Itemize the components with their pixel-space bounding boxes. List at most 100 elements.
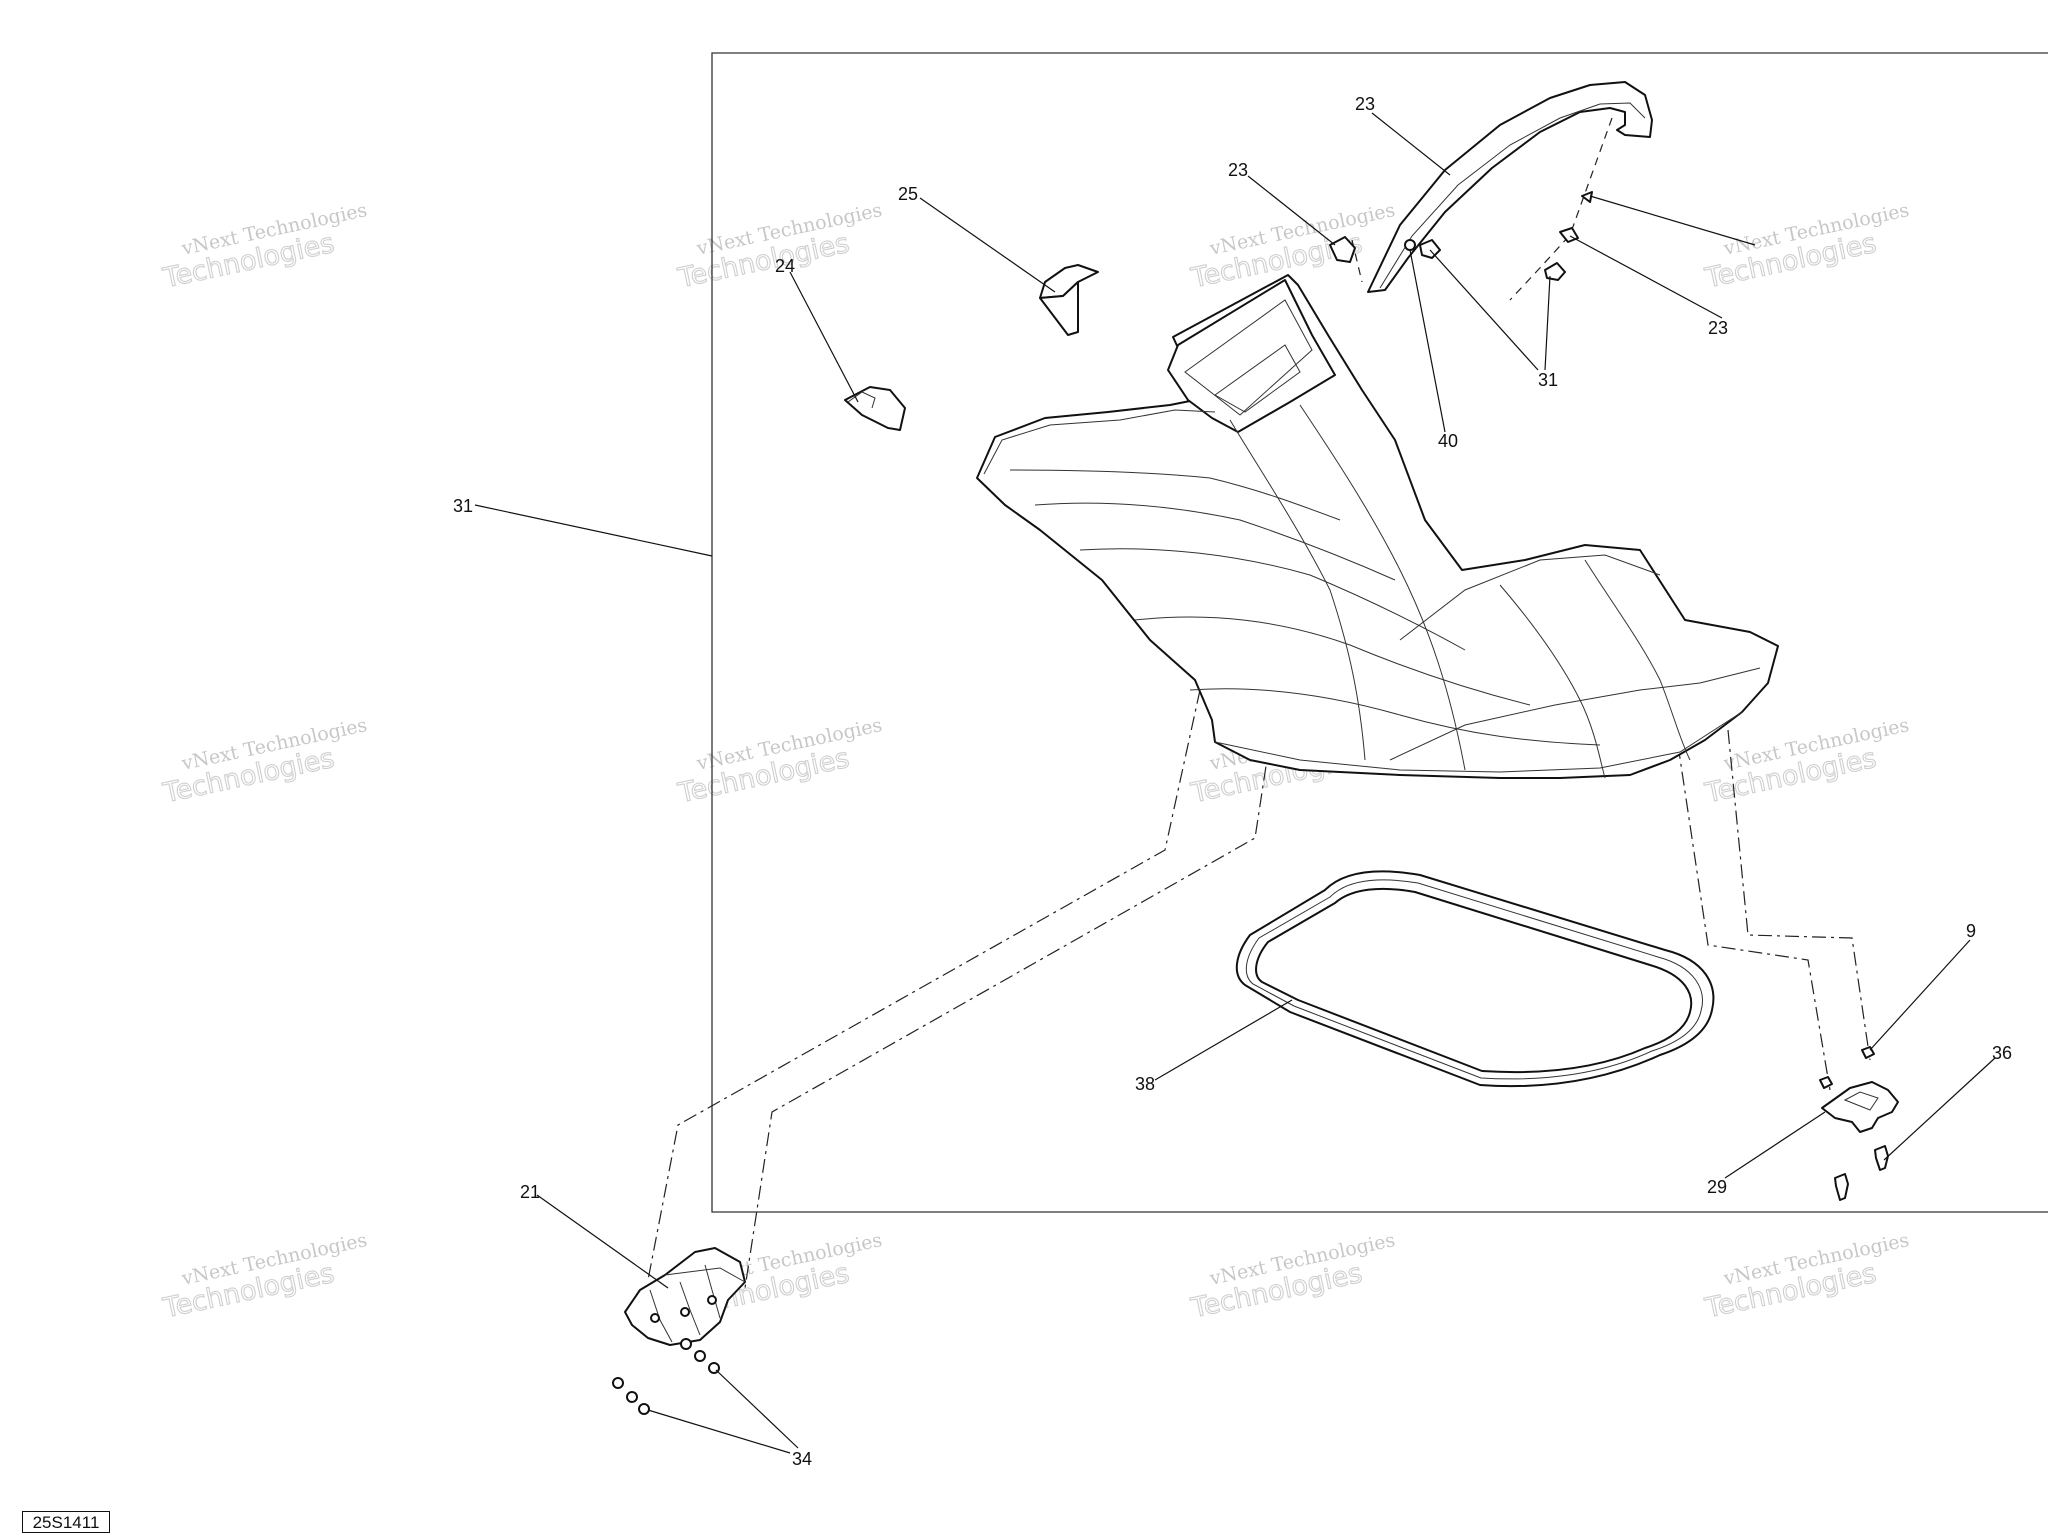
callout-31a: 31	[453, 496, 473, 516]
leader-29	[1724, 1111, 1826, 1179]
fastener-5	[694, 1350, 706, 1362]
watermark-12: vNext Technologies Technologies	[1701, 1229, 1911, 1325]
callout-21: 21	[520, 1182, 540, 1202]
leader-40	[1409, 249, 1446, 433]
watermark-1: vNext Technologies Technologies	[159, 199, 369, 295]
bracket-hole-2	[680, 1307, 690, 1317]
seat-contour-1	[1009, 469, 1341, 521]
strap	[1367, 81, 1653, 293]
latch-body	[1821, 1081, 1899, 1133]
callout-31b: 31	[1538, 370, 1558, 390]
dash-line-bracket-left	[647, 689, 1201, 1281]
seat-backrest-inner	[1184, 299, 1313, 416]
leader-21	[536, 1194, 669, 1289]
callout-23a: 23	[1355, 94, 1375, 114]
fastener-1	[612, 1377, 624, 1389]
leader-24	[789, 271, 859, 403]
pin-23c	[1581, 191, 1593, 203]
dash-line-latch-right	[1727, 729, 1871, 1061]
callout-23c: 23	[1708, 318, 1728, 338]
leader-23c-1	[1569, 235, 1723, 319]
callout-labels: 23 23 23 25 24 31 31 40 9 36 38 29 21 34	[453, 94, 2012, 1469]
seat	[976, 274, 1779, 779]
leader-31b-1	[1429, 249, 1539, 371]
leader-25	[919, 197, 1056, 293]
seat-contour-2	[1034, 502, 1396, 581]
dash-line-latch-left	[1677, 744, 1831, 1091]
callout-29: 29	[1707, 1177, 1727, 1197]
latch-screw-right	[1874, 1145, 1889, 1171]
latch-detail	[1843, 1091, 1879, 1111]
watermark-2: vNext Technologies Technologies	[674, 199, 884, 295]
fastener-3	[638, 1403, 650, 1415]
seat-backrest	[1167, 279, 1336, 433]
dash-line-strap	[1509, 117, 1613, 301]
leader-34-1	[647, 1409, 791, 1454]
callout-24: 24	[775, 256, 795, 276]
gasket-mid	[1245, 879, 1703, 1080]
seat-contour-9	[1584, 559, 1691, 761]
seat-contour-8	[1499, 584, 1606, 779]
watermark-6: vNext Technologies Technologies	[674, 714, 884, 810]
leader-9	[1869, 939, 1971, 1051]
callout-40: 40	[1438, 431, 1458, 451]
trim-piece-25-body	[1039, 264, 1099, 299]
fastener-4	[680, 1338, 692, 1350]
seat-body	[976, 274, 1779, 779]
trim-piece-25	[1039, 264, 1099, 336]
callout-25: 25	[898, 184, 918, 204]
callout-34: 34	[792, 1449, 812, 1469]
callout-23b: 23	[1228, 160, 1248, 180]
clip-31-left	[1419, 239, 1441, 259]
seat-rim-tail	[1389, 667, 1761, 761]
leader-38	[1154, 999, 1293, 1081]
watermark-11: vNext Technologies Technologies	[1187, 1229, 1397, 1325]
strap-body	[1367, 81, 1653, 293]
seat-contour-5	[1189, 688, 1601, 746]
seat-rim-rear	[1399, 554, 1661, 641]
watermark-4: vNext Technologies Technologies	[1701, 199, 1911, 295]
watermark-5: vNext Technologies Technologies	[159, 714, 369, 810]
bracket	[612, 1247, 746, 1415]
trim-piece-24-body	[844, 386, 906, 431]
seat-contour-3	[1079, 548, 1466, 651]
leader-31b-2	[1544, 275, 1551, 371]
latch-nut	[1861, 1046, 1875, 1059]
seat-rim-front	[983, 409, 1216, 475]
strap-hardware	[1329, 191, 1593, 281]
callout-38: 38	[1135, 1074, 1155, 1094]
assembly-frame	[711, 52, 2048, 1213]
callout-36: 36	[1992, 1043, 2012, 1063]
assembly-lines	[647, 117, 1871, 1289]
clip-23b	[1329, 236, 1356, 263]
clip-31-right	[1544, 262, 1566, 281]
watermark-9: vNext Technologies Technologies	[159, 1229, 369, 1325]
clip-23c	[1559, 227, 1579, 243]
gasket	[1235, 870, 1715, 1088]
latch-screw-left	[1834, 1173, 1849, 1201]
leader-23c-2	[1589, 195, 1756, 246]
leader-lines	[474, 112, 1996, 1454]
leader-23a	[1371, 112, 1451, 176]
bracket-hole-1	[650, 1313, 660, 1323]
bracket-top	[664, 1267, 746, 1283]
leader-31a	[474, 504, 713, 557]
gasket-inner	[1255, 887, 1693, 1074]
fastener-2	[626, 1391, 638, 1403]
seat-contour-4	[1134, 616, 1531, 706]
bracket-rib-1	[649, 1289, 673, 1343]
bracket-hole-3	[707, 1295, 717, 1305]
seat-backrest-pad	[1214, 344, 1301, 413]
washer-40	[1404, 239, 1416, 251]
bracket-rib-2	[679, 1281, 701, 1336]
seat-underside	[1214, 711, 1743, 773]
bracket-rib-3	[704, 1264, 721, 1319]
trim-piece-25-front	[1039, 281, 1079, 336]
drawing-code-box: 25S1411	[22, 1511, 110, 1533]
drawing-code: 25S1411	[32, 1513, 100, 1532]
strap-edge	[1379, 102, 1646, 289]
leader-23b	[1247, 175, 1336, 246]
watermark-8: vNext Technologies Technologies	[1701, 714, 1911, 810]
leader-34-2	[715, 1369, 799, 1449]
